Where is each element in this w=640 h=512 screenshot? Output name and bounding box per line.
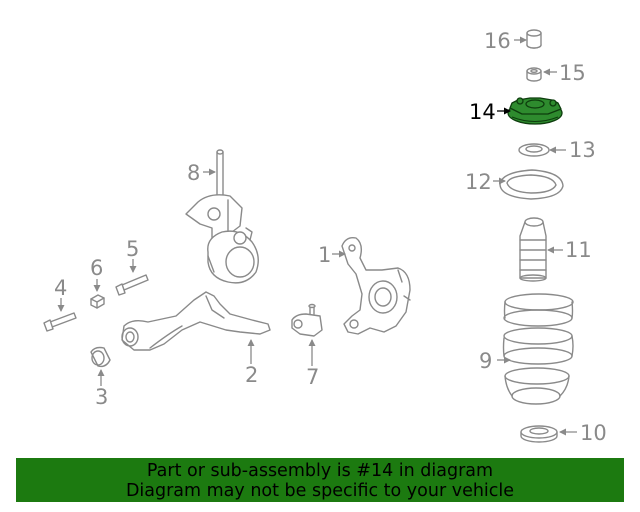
part-12-spring-seat: [499, 169, 564, 200]
callout-9: 9: [479, 349, 492, 373]
callout-16: 16: [484, 29, 511, 53]
callout-15: 15: [559, 61, 586, 85]
leader-lines: [57, 36, 577, 436]
part-16-bump-cap: [526, 29, 542, 49]
part-11-dust-boot: [519, 217, 547, 282]
part-1-knuckle: [341, 236, 411, 335]
banner-line-1: Part or sub-assembly is #14 in diagram: [146, 461, 494, 481]
callout-labels: 16 15 14 13 12 11 9 10 8 1 2 7 3 4 5 6: [54, 29, 607, 445]
part-6-nut: [90, 294, 105, 309]
part-14-strut-mount: [507, 97, 563, 125]
callout-8: 8: [187, 161, 200, 185]
part-5-bolt: [115, 274, 149, 296]
info-banner: Part or sub-assembly is #14 in diagram D…: [16, 458, 624, 502]
callout-14[interactable]: 14: [469, 100, 496, 124]
part-3-bushing: [90, 346, 111, 368]
part-9-coil-spring: [502, 293, 574, 405]
part-8-strut: [185, 149, 259, 284]
part-4-bolt: [43, 312, 77, 332]
part-10-lower-insulator: [520, 425, 558, 443]
callout-2: 2: [245, 363, 258, 387]
callout-7: 7: [306, 365, 319, 389]
callout-1: 1: [318, 243, 331, 267]
part-13-bearing: [518, 143, 550, 157]
callout-5: 5: [126, 237, 139, 261]
callout-13: 13: [569, 138, 596, 162]
callout-11: 11: [565, 238, 592, 262]
part-2-control-arm: [121, 291, 271, 351]
part-7-ball-joint: [291, 303, 323, 337]
callout-4: 4: [54, 276, 67, 300]
banner-line-2: Diagram may not be specific to your vehi…: [125, 481, 515, 501]
part-15-nut: [526, 67, 542, 82]
callout-12: 12: [465, 170, 492, 194]
callout-10: 10: [580, 421, 607, 445]
callout-3: 3: [95, 385, 108, 409]
callout-6: 6: [90, 256, 103, 280]
